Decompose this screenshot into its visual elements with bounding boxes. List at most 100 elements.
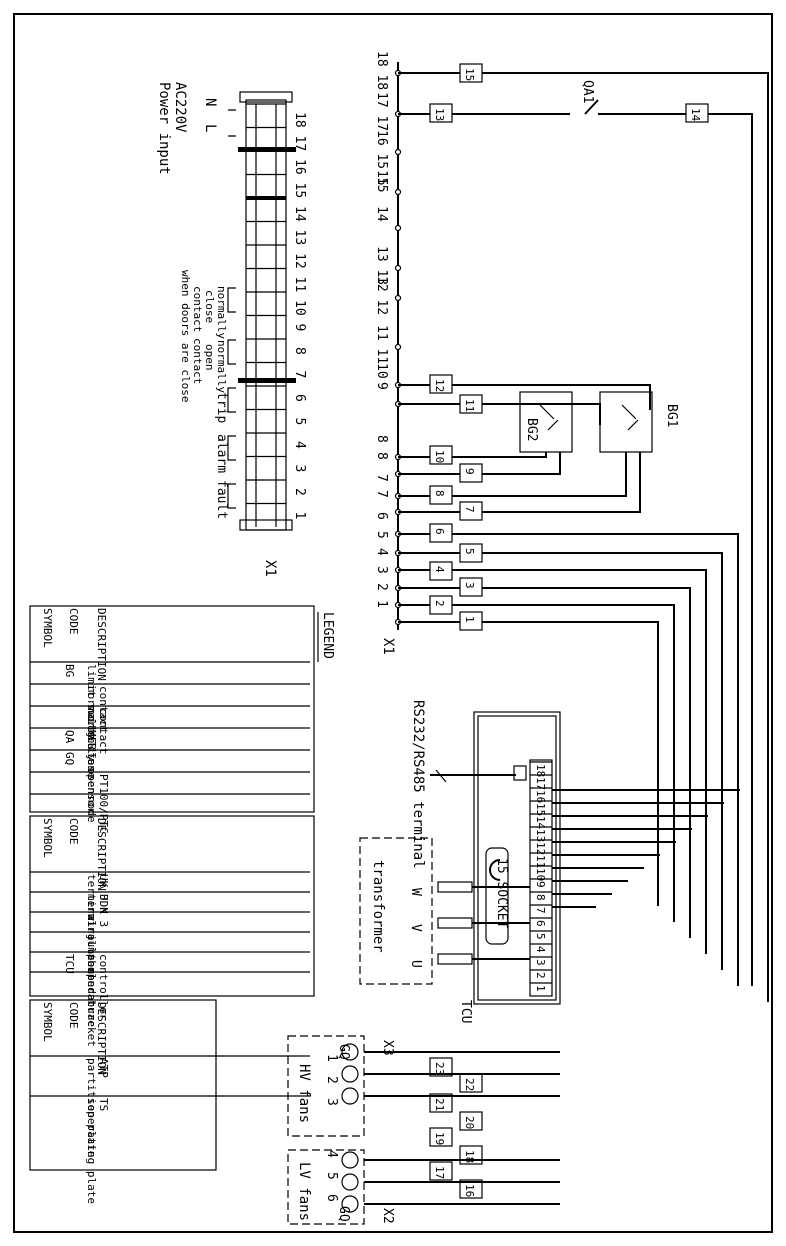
wire-label-text: 19 — [433, 1132, 446, 1145]
tcu-pin-number: 11 — [534, 855, 547, 868]
wire-label-text: 6 — [433, 528, 446, 535]
legend-code: GQ — [63, 752, 76, 765]
normally-close-text-3: contact — [191, 286, 204, 332]
wire-label-box — [459, 1111, 483, 1131]
tcu-pin-number: 10 — [534, 868, 547, 881]
wire-label-text: 8 — [433, 490, 446, 497]
strip-terminal-number: 17 — [292, 136, 307, 152]
terminal-column-number: 16 15 15 — [374, 130, 389, 193]
fault-label: fault — [214, 480, 229, 519]
legend-header: CODE — [67, 818, 80, 845]
legend-header: DESCRIPTION — [95, 818, 108, 891]
trip-label: trip — [214, 392, 229, 423]
terminal-column-number: 4 — [374, 548, 389, 556]
terminal-column-number: 14 — [374, 206, 389, 222]
wire-label-box — [429, 374, 453, 394]
lv-gq-label: GQ — [336, 1206, 351, 1222]
legend-code: TCU — [63, 954, 76, 974]
strip-terminal-number: 6 — [292, 394, 307, 402]
lv-fan-number: 5 — [324, 1172, 339, 1180]
wire-label-text: 1 — [463, 616, 476, 623]
lv-fans: LV fans GQ X2 — [287, 1149, 395, 1225]
partition-plate — [238, 378, 296, 383]
terminal-column-number: 15 — [374, 170, 389, 186]
wire-label-box — [429, 103, 453, 123]
normally-close-text-2: close — [203, 290, 216, 323]
terminal-column-number: 12 12 — [374, 276, 389, 315]
fan-icon — [341, 1195, 359, 1213]
legend-description: wire label — [85, 914, 98, 980]
wire-label-box — [429, 523, 453, 543]
tcu-pin-number: 18 — [534, 764, 547, 777]
terminal-column-number: 10 — [374, 363, 389, 379]
qa1-label: QA1 — [580, 80, 595, 103]
hv-fan-number: 3 — [324, 1098, 339, 1106]
hv-gq-label: GQ — [336, 1044, 351, 1060]
wire-label-text: 7 — [463, 506, 476, 513]
terminal-column-number: 2 — [374, 583, 389, 591]
tcu-pin-number: 15 — [534, 803, 547, 816]
x2-label: X2 — [380, 1208, 395, 1224]
power-input-label: Power input — [156, 82, 172, 175]
neutral-label: N — [202, 98, 218, 106]
strip-terminal-number: 5 — [292, 418, 307, 426]
wire-label-text: 4 — [433, 566, 446, 573]
phase-w: W — [408, 888, 423, 896]
lv-fan-number: 6 — [324, 1194, 339, 1202]
line-label: L — [202, 124, 218, 132]
wire-label-box — [459, 463, 483, 483]
legend-title: LEGEND — [320, 612, 335, 659]
strip-terminal-number: 3 — [292, 465, 307, 473]
tcu-pin-number: 1 — [534, 985, 547, 992]
transformer-label: transformer — [370, 860, 386, 953]
wire-label-box — [429, 1161, 453, 1181]
fan-icon — [341, 1043, 359, 1061]
x1-strip-label: X1 — [262, 560, 278, 577]
wire-label-text: 11 — [463, 399, 476, 412]
terminal-column-number: 9 — [374, 382, 389, 390]
tcu-pin-number: 16 — [534, 790, 547, 803]
power-voltage-label: AC220V — [172, 82, 188, 133]
strip-terminal-number: 18 — [292, 112, 307, 128]
terminal-column-number: 7 — [374, 474, 389, 482]
tcu-pin-number: 3 — [534, 959, 547, 966]
wire-label-box — [459, 394, 483, 414]
tcu-pin-block — [529, 759, 553, 997]
strip-terminal-number: 11 — [292, 277, 307, 293]
wire-label-text: 10 — [433, 450, 446, 463]
x3-label: X3 — [380, 1040, 395, 1056]
normally-open-text: normally — [215, 340, 228, 393]
terminal-column-number: 8 — [374, 435, 389, 443]
hv-fan-number: 1 — [324, 1054, 339, 1062]
terminal-node — [394, 294, 402, 302]
legend-description: contact — [97, 686, 110, 732]
wire-label-text: 13 — [433, 108, 446, 121]
fan-icon — [341, 1151, 359, 1169]
phase-v: V — [408, 924, 423, 932]
terminal-column-number: 13 13 — [374, 246, 389, 285]
normally-open-text-2: open — [203, 344, 216, 371]
legend-description: UK 3 N — [97, 874, 110, 914]
legend-description: terminal — [85, 874, 98, 927]
legend-header: SYMBOL — [41, 818, 54, 858]
legend-description: ATP — [97, 1058, 110, 1078]
legend-description: UDK 3 — [97, 894, 110, 927]
terminal-node — [394, 343, 402, 351]
tcu-pin-number: 12 — [534, 842, 547, 855]
legend-code: QA — [63, 730, 76, 744]
tcu-label: TCU — [458, 1000, 473, 1023]
strip-terminal-number: 9 — [292, 324, 307, 332]
tcu-pin-number: 13 — [534, 829, 547, 842]
wire-label-text: 23 — [433, 1062, 446, 1075]
wire-label-text: 20 — [463, 1116, 476, 1129]
terminal-node — [394, 148, 402, 156]
terminal-column-number: 18 18 — [374, 51, 389, 90]
strip-terminal-number: 7 — [292, 371, 307, 379]
tcu-pin-number: 14 — [534, 816, 547, 830]
terminal-node — [394, 188, 402, 196]
normally-open-text-3: contact — [191, 338, 204, 384]
